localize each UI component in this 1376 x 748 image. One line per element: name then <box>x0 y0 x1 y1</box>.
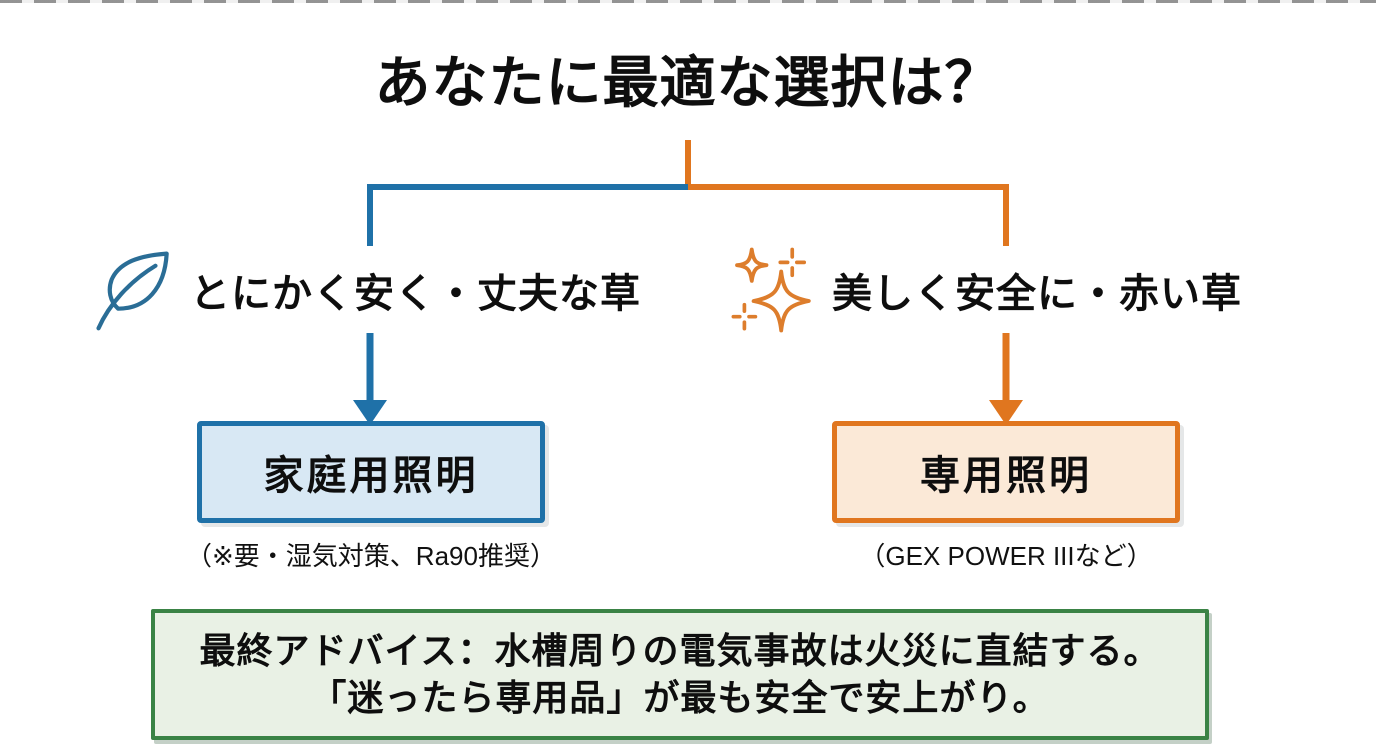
left-result-label: 家庭用照明 <box>263 454 479 498</box>
left-branch-label-row: とにかく安く・丈夫な草 <box>92 243 641 337</box>
right-result-box: 専用照明 <box>832 421 1180 523</box>
sparkles-icon <box>726 243 818 337</box>
right-branch-label-row: 美しく安全に・赤い草 <box>726 243 1242 337</box>
page-title: あなたに最適な選択は？ <box>374 51 1002 114</box>
advice-box: 最終アドバイス：水槽周りの電気事故は火災に直結する。 「迷ったら専用品」が最も安… <box>151 609 1209 740</box>
left-branch-connector <box>367 184 688 246</box>
right-branch-connector <box>685 140 1009 246</box>
left-branch-label: とにかく安く・丈夫な草 <box>190 272 641 316</box>
left-arrow-head <box>353 400 387 425</box>
advice-line-2: 「迷ったら専用品」が最も安全で安上がり。 <box>310 676 1050 718</box>
right-result-label: 専用照明 <box>920 454 1092 498</box>
right-arrow-head <box>989 400 1023 425</box>
leaf-icon <box>92 244 176 336</box>
top-edge-artifact <box>0 0 1376 3</box>
left-result-caption: （※要・湿気対策、Ra90推奨） <box>186 541 556 571</box>
right-result-caption: （GEX POWER IIIなど） <box>859 541 1153 571</box>
right-branch-label: 美しく安全に・赤い草 <box>832 272 1242 316</box>
left-result-box: 家庭用照明 <box>197 421 545 523</box>
advice-line-1: 最終アドバイス：水槽周りの電気事故は火災に直結する。 <box>199 629 1161 671</box>
